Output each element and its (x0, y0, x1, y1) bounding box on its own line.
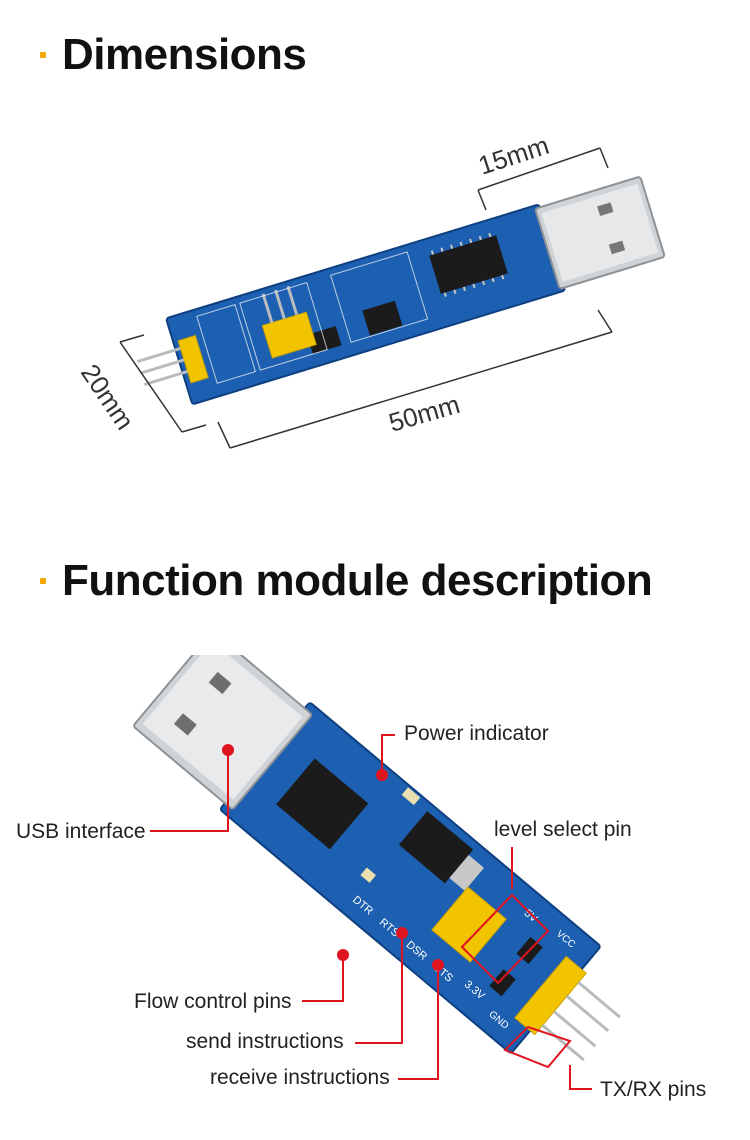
function-title: Function module description (62, 556, 653, 605)
callout-level-select-pin: level select pin (494, 818, 632, 841)
height-dimension-label: 20mm (75, 359, 140, 436)
dimensions-title: Dimensions (62, 30, 307, 79)
callout-send-instructions: send instructions (186, 1030, 344, 1053)
callout-receive-instructions: receive instructions (210, 1066, 390, 1089)
callout-txrx-pins: TX/RX pins (600, 1078, 707, 1101)
callout-usb-interface: USB interface (16, 820, 146, 843)
send-marker-icon (396, 927, 408, 939)
length-dimension-label: 50mm (385, 389, 463, 438)
callout-flow-control-pins: Flow control pins (134, 990, 292, 1013)
bullet-dot-icon (40, 52, 46, 58)
usb-marker-icon (222, 744, 234, 756)
power-marker-icon (376, 769, 388, 781)
function-diagram: DTR RTS DSR CTS 5V 3.3V VCC GND (0, 631, 750, 1125)
flow-marker-icon (337, 949, 349, 961)
section-heading-dimensions: Dimensions (40, 30, 307, 80)
receive-marker-icon (432, 959, 444, 971)
width-dimension-label: 15mm (475, 130, 553, 181)
callout-power-indicator: Power indicator (404, 722, 549, 745)
section-heading-function: Function module description (40, 556, 653, 606)
bullet-dot-icon (40, 578, 46, 584)
dimensions-diagram: 15mm 50mm 20mm (0, 110, 750, 450)
